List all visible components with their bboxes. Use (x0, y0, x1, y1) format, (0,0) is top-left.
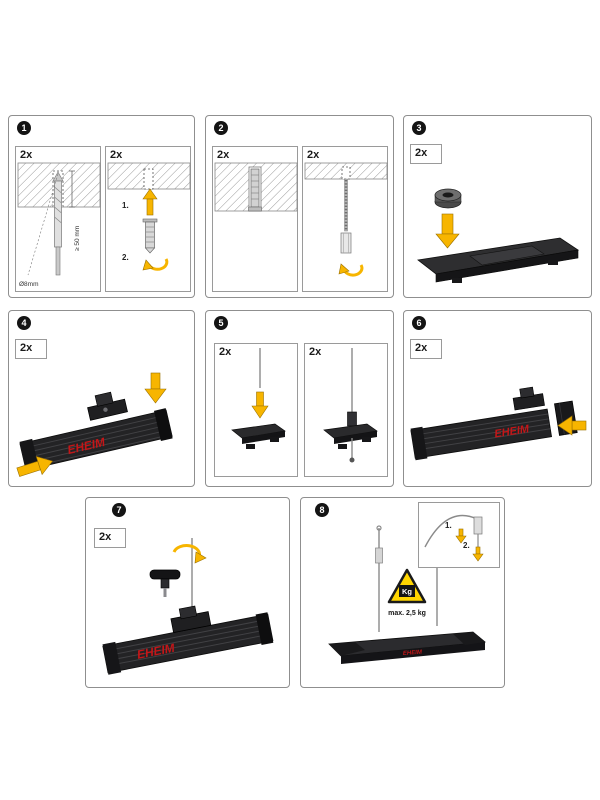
brand-logo: EHEIM (494, 423, 531, 440)
step-panel-7: 7 2x (85, 497, 290, 688)
warning-triangle-icon: Kg (387, 568, 427, 604)
step-number-badge: 5 (214, 316, 228, 330)
light-bar-icon: EHEIM (19, 391, 173, 473)
quantity-label: 2x (219, 346, 232, 358)
quantity-box: 2x (94, 528, 126, 548)
step-number-badge: 2 (214, 121, 228, 135)
subpanel-wall-plug: 2x 1. 2. (105, 146, 191, 292)
quantity-label: 2x (99, 531, 112, 543)
wire-clamp-icon (347, 411, 357, 427)
bracket-icon (512, 386, 545, 411)
step-label-2: 2. (122, 253, 129, 262)
subpanel-drill: 2x (15, 146, 101, 292)
brand-logo: EHEIM (403, 650, 423, 657)
arrow-down-icon (144, 372, 167, 404)
step-label-1: 1. (122, 201, 129, 210)
step-label-1: 1. (445, 521, 452, 530)
max-load-label: max. 2,5 kg (388, 610, 426, 617)
drill-illustration (17, 162, 101, 276)
wall-plug-icon (142, 218, 158, 254)
quantity-box: 2x (15, 339, 47, 359)
drilled-hole (143, 168, 154, 190)
kg-symbol: Kg (402, 587, 412, 596)
hex-nut-icon (434, 188, 462, 209)
arrow-rotate-icon (172, 544, 207, 564)
threaded-rod-illustration (304, 162, 388, 277)
bracket-icon (170, 605, 212, 633)
arrow-down-icon (455, 528, 467, 544)
quantity-label: 2x (20, 149, 33, 161)
thumbscrew-icon (149, 569, 181, 597)
arrow-left-icon (557, 415, 587, 436)
wall-plug-icon (248, 168, 262, 212)
diameter-leader-line (27, 173, 59, 276)
suspension-wire-icon (424, 514, 478, 548)
quantity-label: 2x (415, 342, 428, 354)
step-number-badge: 8 (315, 503, 329, 517)
arrow-rotate-icon (142, 258, 169, 271)
drill-bit-icon (52, 171, 64, 276)
arrow-down-icon (251, 391, 269, 419)
step-label-2: 2. (463, 541, 470, 550)
arrow-right-icon (16, 455, 53, 477)
arrow-down-icon (472, 546, 484, 562)
inset-detail-box: 1. 2. (418, 502, 500, 568)
quantity-label: 2x (110, 149, 123, 161)
quantity-label: 2x (415, 147, 428, 159)
subpanel-plug-inserted: 2x (212, 146, 298, 292)
quantity-label: 2x (20, 342, 33, 354)
bracket-icon (323, 423, 378, 449)
step-panel-1: 1 2x (8, 115, 195, 298)
bracket-icon (231, 423, 286, 449)
step-number-badge: 4 (17, 316, 31, 330)
step-panel-2: 2 2x (205, 115, 394, 298)
step-number-badge: 6 (412, 316, 426, 330)
light-bar-illustration: EHEIM (16, 372, 173, 477)
thumbscrew-illustration: EHEIM (102, 538, 274, 675)
mounting-rail-icon (417, 237, 580, 283)
step-panel-3: 3 2x (403, 115, 592, 298)
depth-label: ≥ 50 mm (74, 225, 81, 251)
light-bar-icon: EHEIM (102, 605, 274, 675)
quantity-label: 2x (307, 149, 320, 161)
step-panel-4: 4 2x EHEIM (8, 310, 195, 487)
step-number-badge: 1 (17, 121, 31, 135)
step-panel-5: 5 2x 2x (205, 310, 394, 487)
step-number-badge: 7 (112, 503, 126, 517)
subpanel-wire-attached: 2x (304, 343, 388, 477)
plug-in-wall-illustration (214, 162, 298, 212)
subpanel-wire-drop: 2x (214, 343, 298, 477)
end-piece-illustration: EHEIM (410, 386, 587, 461)
arrow-rotate-icon (338, 263, 364, 277)
depth-dimension-line (69, 170, 75, 208)
light-bar-icon: EHEIM (328, 631, 486, 664)
diameter-label: Ø8mm (19, 281, 39, 288)
step-panel-8: 8 1. 2. (300, 497, 505, 688)
light-bar-icon: EHEIM (410, 386, 578, 461)
step-number-badge: 3 (412, 121, 426, 135)
wire-drop-illustration (231, 348, 286, 449)
coupler-icon (340, 232, 352, 254)
arrow-up-icon (142, 188, 158, 216)
subpanel-threaded-rod: 2x (302, 146, 388, 292)
quantity-box: 2x (410, 144, 442, 164)
bracket-icon (87, 391, 128, 421)
wire-end-icon (349, 457, 355, 463)
step-panel-6: 6 2x EHEIM (403, 310, 592, 487)
threaded-rod-icon (344, 178, 348, 232)
suspension-wire-icon (375, 525, 383, 632)
quantity-label: 2x (309, 346, 322, 358)
drilled-hole (341, 166, 351, 180)
wire-adjust-illustration (424, 514, 484, 562)
nut-and-rail-illustration (417, 188, 580, 283)
wall-plug-illustration (107, 162, 191, 271)
wire-attached-illustration (323, 348, 378, 463)
quantity-label: 2x (217, 149, 230, 161)
arrow-down-icon (435, 213, 460, 249)
quantity-box: 2x (410, 339, 442, 359)
